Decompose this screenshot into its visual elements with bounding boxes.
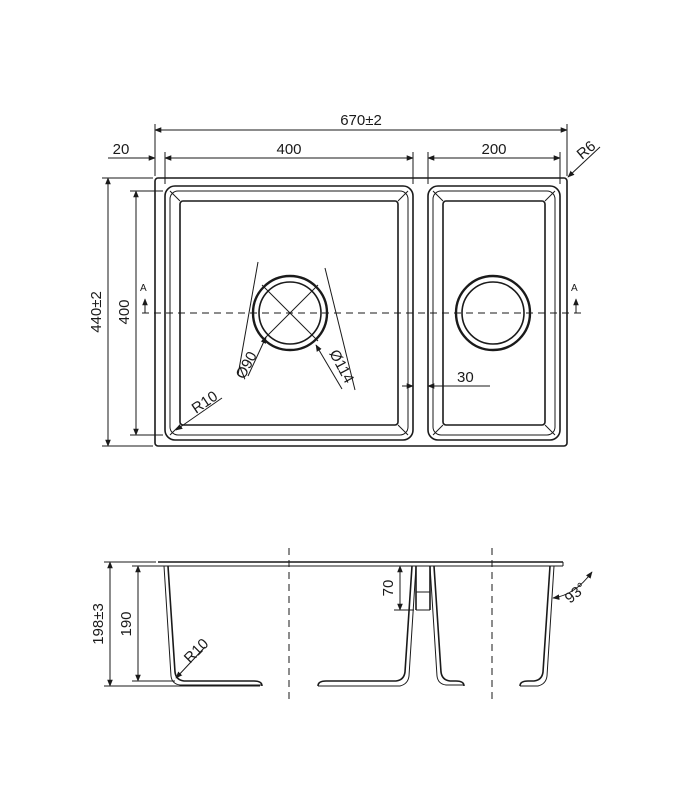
corner-radius-label: R6 — [574, 138, 600, 163]
total-height-label: 198±3 — [90, 603, 107, 645]
bottom-radius-label: R10 — [181, 635, 212, 666]
overall-depth-label: 440±2 — [88, 291, 105, 333]
offset-left-label: 20 — [113, 141, 130, 158]
dimension-depths: 440±2 400 — [88, 177, 163, 447]
drain-inner-label: Ø90 — [233, 349, 261, 382]
bowl-height-label: 190 — [118, 611, 135, 636]
bowl-depth-label: 400 — [116, 299, 133, 324]
section-mark-left: A — [140, 283, 147, 294]
wall-angle-label: 93° — [562, 579, 590, 607]
divider-drop-label: 70 — [380, 580, 397, 597]
overall-width-label: 670±2 — [340, 112, 382, 129]
sink-outer-outline — [154, 177, 568, 447]
drain-outer-label: Ø114 — [325, 347, 357, 386]
section-view: 198±3 190 R10 70 93° — [90, 548, 593, 700]
small-bowl-width-label: 200 — [481, 141, 506, 158]
divider-width-label: 30 — [457, 369, 474, 386]
inner-radius-label: R10 — [189, 388, 221, 417]
large-bowl-width-label: 400 — [276, 141, 301, 158]
plan-view: A A 670±2 20 400 200 R6 — [88, 112, 601, 447]
dimension-overall-width: 670±2 — [154, 112, 568, 176]
left-bowl-profile — [167, 565, 263, 687]
dimension-bowl-widths: 20 400 200 — [108, 141, 561, 184]
section-mark-right: A — [571, 283, 578, 294]
